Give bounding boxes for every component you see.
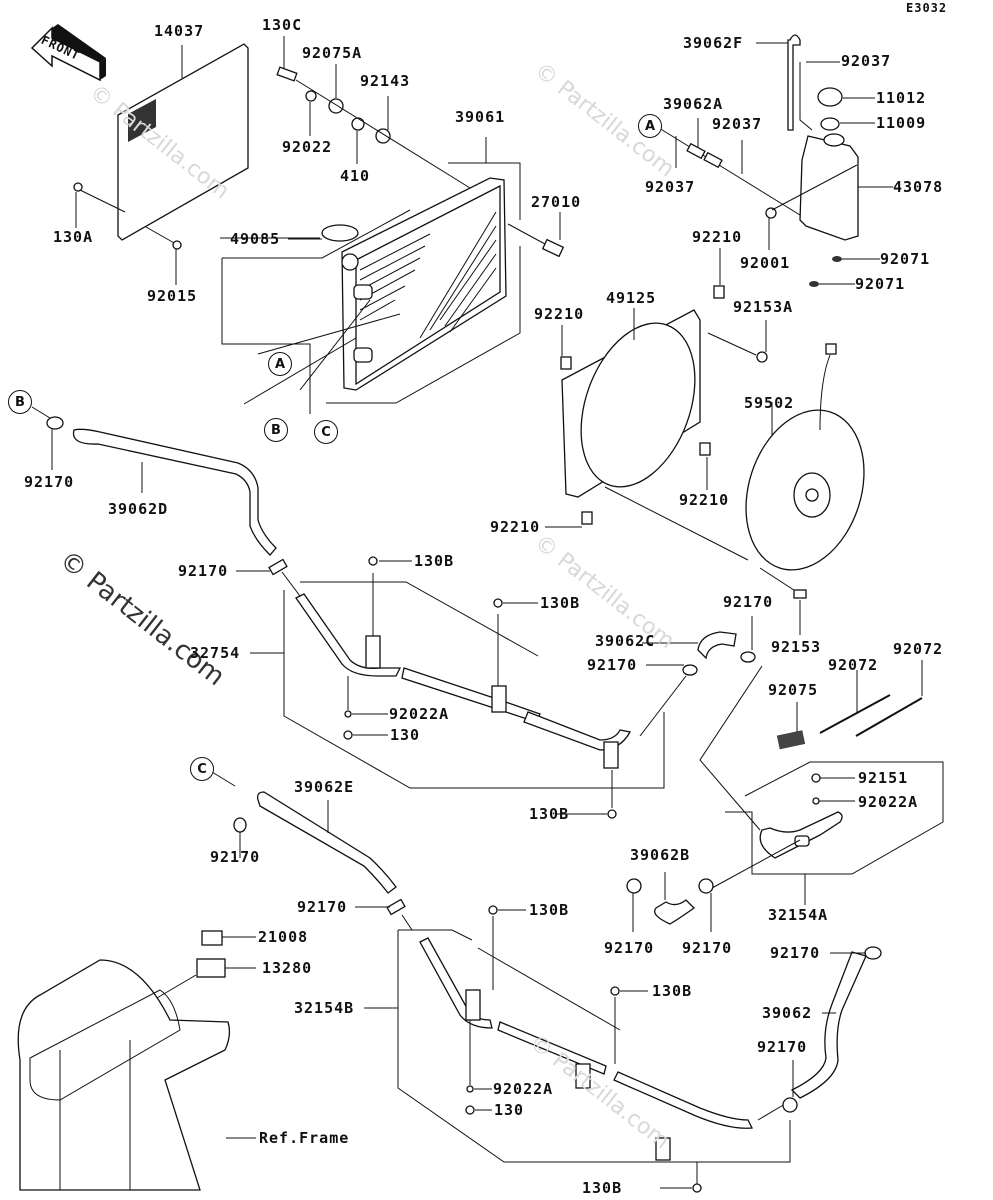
callout-a: A	[268, 352, 292, 376]
part-label[interactable]: 92022A	[493, 1080, 554, 1098]
part-label[interactable]: 92170	[682, 939, 733, 957]
part-label[interactable]: 32154A	[768, 906, 829, 924]
ref-frame-label: Ref.Frame	[259, 1129, 350, 1147]
part-label[interactable]: 39062F	[683, 34, 744, 52]
part-label[interactable]: 92170	[297, 898, 348, 916]
part-label[interactable]: 11012	[876, 89, 927, 107]
part-label[interactable]: 92170	[757, 1038, 808, 1056]
part-label[interactable]: 92071	[880, 250, 931, 268]
part-label[interactable]: 39062	[762, 1004, 813, 1022]
part-label[interactable]: 49125	[606, 289, 657, 307]
radiator-screen	[73, 43, 249, 285]
part-label[interactable]: 92075A	[302, 44, 363, 62]
part-label[interactable]: 92170	[210, 848, 261, 866]
part-label[interactable]: 130B	[414, 552, 455, 570]
part-label[interactable]: 39062E	[294, 778, 355, 796]
callout-b: B	[8, 390, 32, 414]
reservoir-tank	[756, 34, 893, 287]
part-label[interactable]: 92170	[178, 562, 229, 580]
callout-a: A	[638, 114, 662, 138]
part-label[interactable]: 130A	[53, 228, 94, 246]
part-label[interactable]: 92075	[768, 681, 819, 699]
overflow-hose	[658, 118, 858, 250]
part-label[interactable]: 92022	[282, 138, 333, 156]
part-label[interactable]: 130B	[529, 901, 570, 919]
part-label[interactable]: 130	[494, 1101, 525, 1119]
pipe-assembly-right	[711, 761, 944, 905]
callout-c: C	[314, 420, 338, 444]
part-label[interactable]: 59502	[744, 394, 795, 412]
radiator	[220, 137, 521, 414]
part-label[interactable]: 92210	[679, 491, 730, 509]
part-label[interactable]: 92170	[770, 944, 821, 962]
part-label[interactable]: 92072	[828, 656, 879, 674]
part-label[interactable]: 92170	[24, 473, 75, 491]
part-label[interactable]: 92037	[712, 115, 763, 133]
part-label[interactable]: 130C	[262, 16, 303, 34]
part-label[interactable]: 39062A	[663, 95, 724, 113]
callout-b: B	[264, 418, 288, 442]
cable-ties	[776, 660, 923, 750]
fan-shroud	[545, 248, 768, 561]
part-label[interactable]: 92170	[604, 939, 655, 957]
cooling-fan	[745, 343, 865, 635]
diagram-code: E3032	[906, 1, 948, 15]
part-label[interactable]: 92022A	[389, 705, 450, 723]
part-label[interactable]: 21008	[258, 928, 309, 946]
part-label[interactable]: 13280	[262, 959, 313, 977]
part-label[interactable]: 410	[340, 167, 371, 185]
part-label[interactable]: 14037	[154, 22, 205, 40]
part-label[interactable]: 39062C	[595, 632, 656, 650]
part-label[interactable]: 32154B	[294, 999, 355, 1017]
part-label[interactable]: 92037	[645, 178, 696, 196]
part-label[interactable]: 92151	[858, 769, 909, 787]
callout-c: C	[190, 757, 214, 781]
front-arrow-icon	[30, 24, 106, 82]
frame-and-brackets	[17, 930, 256, 1191]
part-label[interactable]: 92001	[740, 254, 791, 272]
part-label[interactable]: 130B	[652, 982, 693, 1000]
lower-elbow-hose	[626, 872, 714, 932]
pipe-assembly-upper	[250, 556, 665, 819]
part-label[interactable]: 92210	[692, 228, 743, 246]
part-label[interactable]: 43078	[893, 178, 944, 196]
part-label[interactable]: 39062D	[108, 500, 169, 518]
part-label[interactable]: 39061	[455, 108, 506, 126]
part-label[interactable]: 130B	[540, 594, 581, 612]
part-label[interactable]: 92153	[771, 638, 822, 656]
part-label[interactable]: 11009	[876, 114, 927, 132]
part-label[interactable]: 92037	[841, 52, 892, 70]
part-label[interactable]: 39062B	[630, 846, 691, 864]
part-label[interactable]: 92153A	[733, 298, 794, 316]
part-label[interactable]: 92170	[723, 593, 774, 611]
part-label[interactable]: 92170	[587, 656, 638, 674]
radiator-cap	[288, 224, 359, 242]
part-label[interactable]: 32754	[190, 644, 241, 662]
part-label[interactable]: 92143	[360, 72, 411, 90]
return-hose	[782, 946, 882, 1113]
fastener-stack	[276, 36, 471, 189]
part-label[interactable]: 92210	[534, 305, 585, 323]
part-label[interactable]: 92210	[490, 518, 541, 536]
part-label[interactable]: 130B	[582, 1179, 623, 1197]
part-label[interactable]: 92072	[893, 640, 944, 658]
pipe-assembly-lower	[364, 905, 791, 1193]
lower-hose	[211, 771, 406, 916]
upper-hose	[31, 406, 288, 576]
part-label[interactable]: 92071	[855, 275, 906, 293]
elbow-hose	[639, 616, 763, 831]
part-label[interactable]: 130	[390, 726, 421, 744]
part-label[interactable]: 130B	[529, 805, 570, 823]
part-label[interactable]: 92015	[147, 287, 198, 305]
part-label[interactable]: 49085	[230, 230, 281, 248]
part-label[interactable]: 27010	[531, 193, 582, 211]
temperature-sensor	[507, 212, 565, 258]
part-label[interactable]: 92022A	[858, 793, 919, 811]
